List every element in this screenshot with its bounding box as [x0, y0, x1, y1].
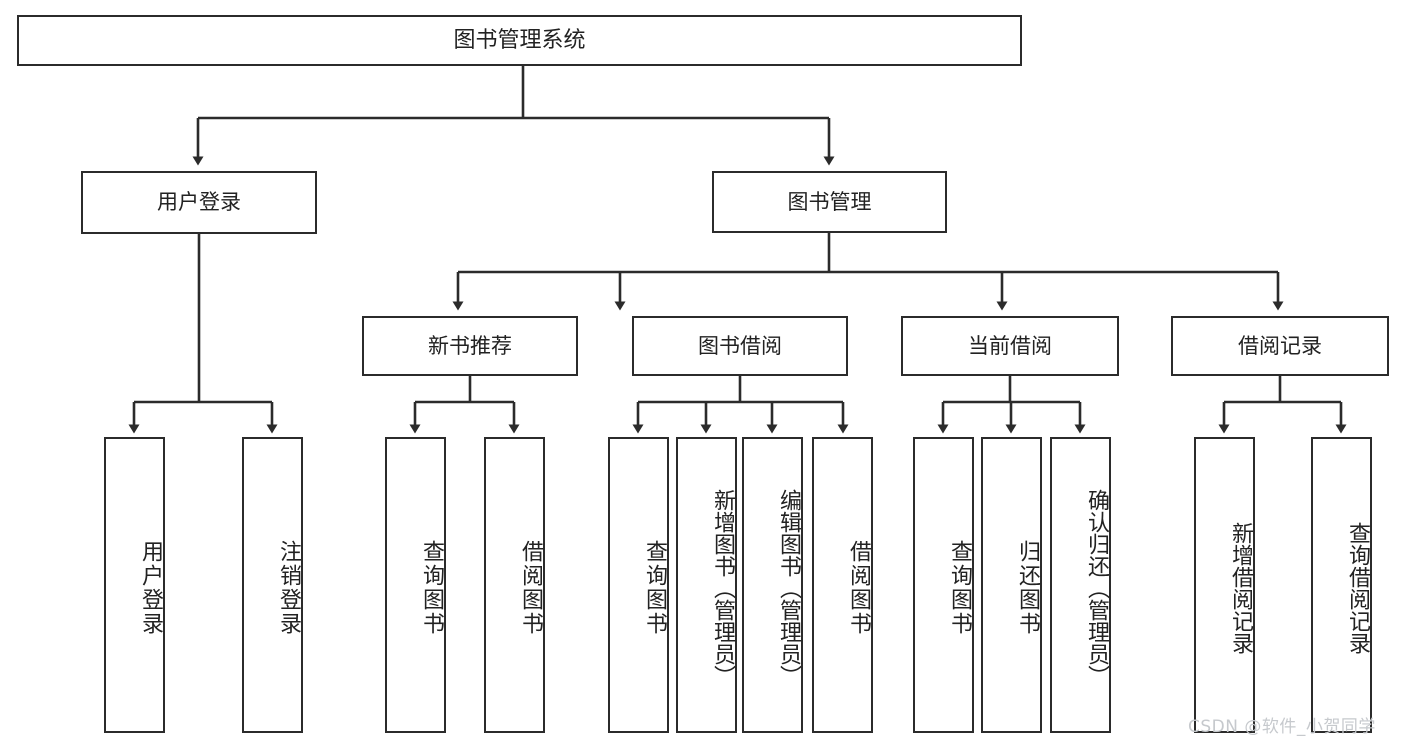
node-label: 借阅图书	[846, 540, 871, 636]
node-label: 归还图书	[1015, 540, 1040, 636]
leaf-new-book-borrow[interactable]: 借阅图书	[484, 437, 545, 733]
node-label: 查询图书	[947, 540, 972, 636]
node-user-login[interactable]: 用户登录	[81, 171, 317, 234]
node-borrow-record[interactable]: 借阅记录	[1171, 316, 1389, 376]
node-label: 查询图书	[642, 540, 667, 636]
node-label: 借阅记录	[1238, 333, 1322, 358]
node-label: 借阅图书	[518, 540, 543, 636]
node-label: 用户登录	[157, 190, 241, 215]
leaf-user-login-login[interactable]: 用户登录	[104, 437, 165, 733]
node-label: 当前借阅	[968, 333, 1052, 358]
node-root-system[interactable]: 图书管理系统	[17, 15, 1022, 66]
node-label: 图书管理	[787, 189, 872, 214]
node-label: 新书推荐	[428, 333, 512, 358]
leaf-borrow-record-add[interactable]: 新增借阅记录	[1194, 437, 1255, 733]
node-label: 图书借阅	[698, 333, 782, 358]
csdn-watermark: CSDN @软件_小贺同学	[1188, 717, 1376, 737]
leaf-book-borrow-add[interactable]: 新增图书（管理员）	[676, 437, 737, 733]
node-label: 图书管理系统	[453, 27, 586, 53]
leaf-book-borrow-borrow[interactable]: 借阅图书	[812, 437, 873, 733]
node-current-borrow[interactable]: 当前借阅	[901, 316, 1119, 376]
node-label: 查询图书	[419, 540, 444, 636]
node-label: 用户登录	[138, 540, 163, 636]
leaf-user-login-logout[interactable]: 注销登录	[242, 437, 303, 733]
node-book-borrow[interactable]: 图书借阅	[632, 316, 848, 376]
node-label: 确认归还（管理员）	[1084, 489, 1109, 687]
node-new-book-recommend[interactable]: 新书推荐	[362, 316, 578, 376]
node-book-management[interactable]: 图书管理	[712, 171, 947, 233]
node-label: 查询借阅记录	[1345, 522, 1370, 654]
leaf-current-borrow-query[interactable]: 查询图书	[913, 437, 974, 733]
node-label: 新增借阅记录	[1228, 522, 1253, 654]
node-label: 编辑图书（管理员）	[776, 489, 801, 687]
node-label: 注销登录	[276, 540, 301, 636]
node-label: 新增图书（管理员）	[710, 489, 735, 687]
leaf-new-book-query[interactable]: 查询图书	[385, 437, 446, 733]
leaf-book-borrow-query[interactable]: 查询图书	[608, 437, 669, 733]
leaf-borrow-record-query[interactable]: 查询借阅记录	[1311, 437, 1372, 733]
leaf-current-borrow-confirm[interactable]: 确认归还（管理员）	[1050, 437, 1111, 733]
leaf-current-borrow-return[interactable]: 归还图书	[981, 437, 1042, 733]
leaf-book-borrow-edit[interactable]: 编辑图书（管理员）	[742, 437, 803, 733]
